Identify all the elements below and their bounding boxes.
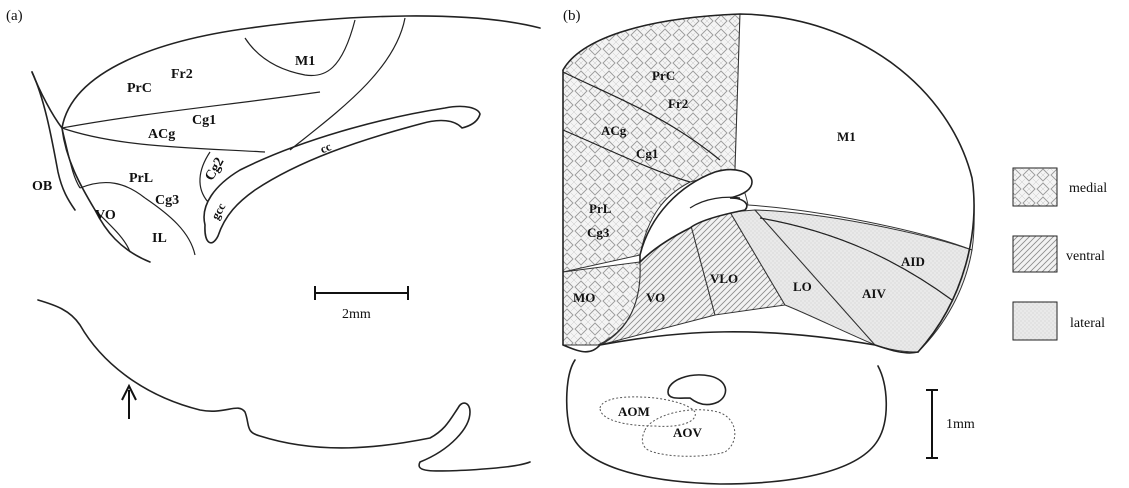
legend-item-medial: medial bbox=[1013, 168, 1107, 206]
legend-item-ventral: ventral bbox=[1013, 236, 1105, 272]
brain-outline-dorsal bbox=[32, 16, 540, 128]
label-acg: ACg bbox=[148, 127, 175, 142]
label-b-aom: AOM bbox=[618, 404, 650, 419]
legend-swatch-medial bbox=[1013, 168, 1057, 206]
label-b-lo: LO bbox=[793, 279, 812, 294]
label-vo: VO bbox=[95, 208, 116, 223]
label-b-cg3: Cg3 bbox=[587, 225, 610, 240]
olfactory-peduncle bbox=[567, 360, 887, 484]
frontal-edge bbox=[62, 128, 150, 262]
label-b-aid: AID bbox=[901, 254, 925, 269]
legend-swatch-ventral bbox=[1013, 236, 1057, 272]
legend-label-ventral: ventral bbox=[1066, 249, 1105, 264]
label-b-fr2: Fr2 bbox=[668, 96, 688, 111]
legend-item-lateral: lateral bbox=[1013, 302, 1105, 340]
label-prl: PrL bbox=[129, 171, 153, 186]
scale-bar-label: 2mm bbox=[342, 307, 371, 322]
legend: medial ventral lateral bbox=[1013, 168, 1107, 340]
border-prc-acg bbox=[62, 92, 320, 128]
label-b-aiv: AIV bbox=[862, 286, 886, 301]
label-b-prl: PrL bbox=[589, 201, 612, 216]
label-b-vlo: VLO bbox=[710, 271, 738, 286]
label-cg3: Cg3 bbox=[155, 193, 179, 208]
label-prc: PrC bbox=[127, 81, 152, 96]
label-b-vo: VO bbox=[646, 290, 665, 305]
label-cc: cc bbox=[318, 139, 334, 156]
legend-swatch-lateral bbox=[1013, 302, 1057, 340]
corpus-callosum bbox=[204, 106, 480, 242]
legend-label-medial: medial bbox=[1069, 181, 1107, 196]
panel-a-tag: (a) bbox=[6, 8, 23, 24]
panel-a: (a) PrC Fr2 M1 ACg Cg1 Cg2 PrL Cg3 cc gc… bbox=[6, 8, 540, 471]
aom-dorsal-loop bbox=[668, 375, 726, 405]
label-m1: M1 bbox=[295, 54, 315, 69]
label-b-cg1: Cg1 bbox=[636, 146, 658, 161]
panel-b-tag: (b) bbox=[563, 8, 581, 24]
label-il: IL bbox=[152, 231, 167, 246]
legend-label-lateral: lateral bbox=[1070, 316, 1105, 331]
scale-bar-1mm-label: 1mm bbox=[946, 417, 975, 432]
label-b-m1: M1 bbox=[837, 129, 856, 144]
label-b-mo: MO bbox=[573, 290, 595, 305]
up-arrow-icon bbox=[122, 386, 136, 419]
panel-b: (b) PrC Fr2 ACg bbox=[563, 8, 975, 484]
ventral-contour bbox=[38, 300, 530, 471]
scale-bar-1mm: 1mm bbox=[926, 390, 975, 458]
label-b-aov: AOV bbox=[673, 425, 703, 440]
label-fr2: Fr2 bbox=[171, 67, 193, 82]
label-b-acg: ACg bbox=[601, 123, 627, 138]
label-b-prc: PrC bbox=[652, 68, 675, 83]
label-cg1: Cg1 bbox=[192, 113, 216, 128]
scale-bar-2mm: 2mm bbox=[315, 286, 408, 322]
label-ob: OB bbox=[32, 179, 52, 194]
